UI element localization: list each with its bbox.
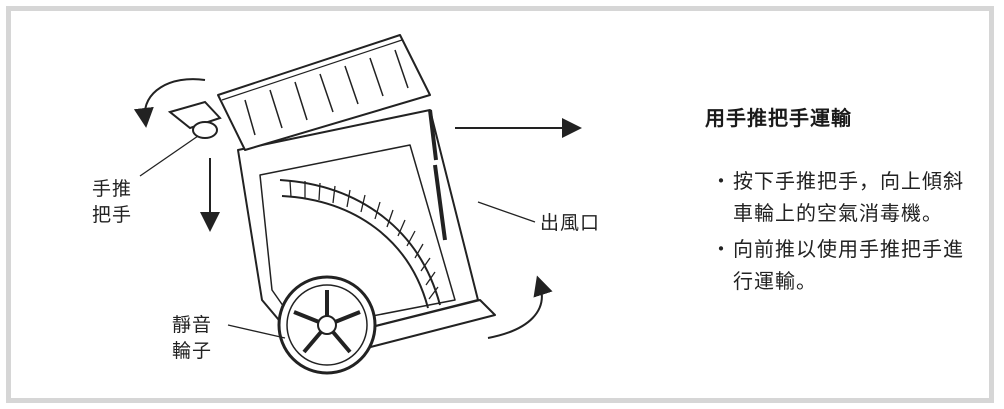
handle-grip	[167, 100, 222, 139]
side-panel	[259, 144, 456, 331]
list-item: ・ 按下手推把手，向上傾斜車輪上的空氣消毒機。	[705, 165, 965, 229]
handle-callout-line1: 手推	[92, 178, 133, 200]
list-item-text: 按下手推把手，向上傾斜車輪上的空氣消毒機。	[733, 169, 964, 225]
diagram-frame	[6, 6, 994, 403]
top-lid	[217, 34, 431, 151]
panel-title: 用手推把手運輸	[705, 106, 852, 130]
bullet-mark: ・	[711, 169, 732, 193]
handle-leader	[139, 135, 199, 177]
air-purifier-illustration	[133, 34, 582, 375]
wheel-leader	[227, 324, 286, 339]
list-item-text: 向前推以使用手推把手進行運輸。	[733, 237, 964, 293]
wheel-callout: 靜音 輪子	[172, 312, 212, 364]
silent-wheel	[277, 275, 377, 375]
outlet-leader	[477, 201, 536, 223]
wheel-callout-line2: 輪子	[172, 340, 213, 362]
outlet-callout: 出風口	[540, 210, 600, 236]
instruction-list: ・ 按下手推把手，向上傾斜車輪上的空氣消毒機。 ・ 向前推以使用手推把手進行運輸…	[705, 165, 965, 297]
wheel-callout-line1: 靜音	[172, 314, 213, 336]
instruction-panel: 用手推把手運輸 ・ 按下手推把手，向上傾斜車輪上的空氣消毒機。 ・ 向前推以使用…	[705, 102, 965, 301]
bullet-mark: ・	[711, 237, 732, 261]
outlet-callout-text: 出風口	[540, 212, 601, 234]
handle-callout: 手推 把手	[92, 176, 132, 228]
handle-callout-line2: 把手	[92, 204, 133, 226]
rotate-arrow-top	[133, 78, 206, 128]
vent-grille	[279, 179, 441, 309]
list-item: ・ 向前推以使用手推把手進行運輸。	[705, 233, 965, 297]
rotate-arrow-bottom	[487, 275, 553, 339]
